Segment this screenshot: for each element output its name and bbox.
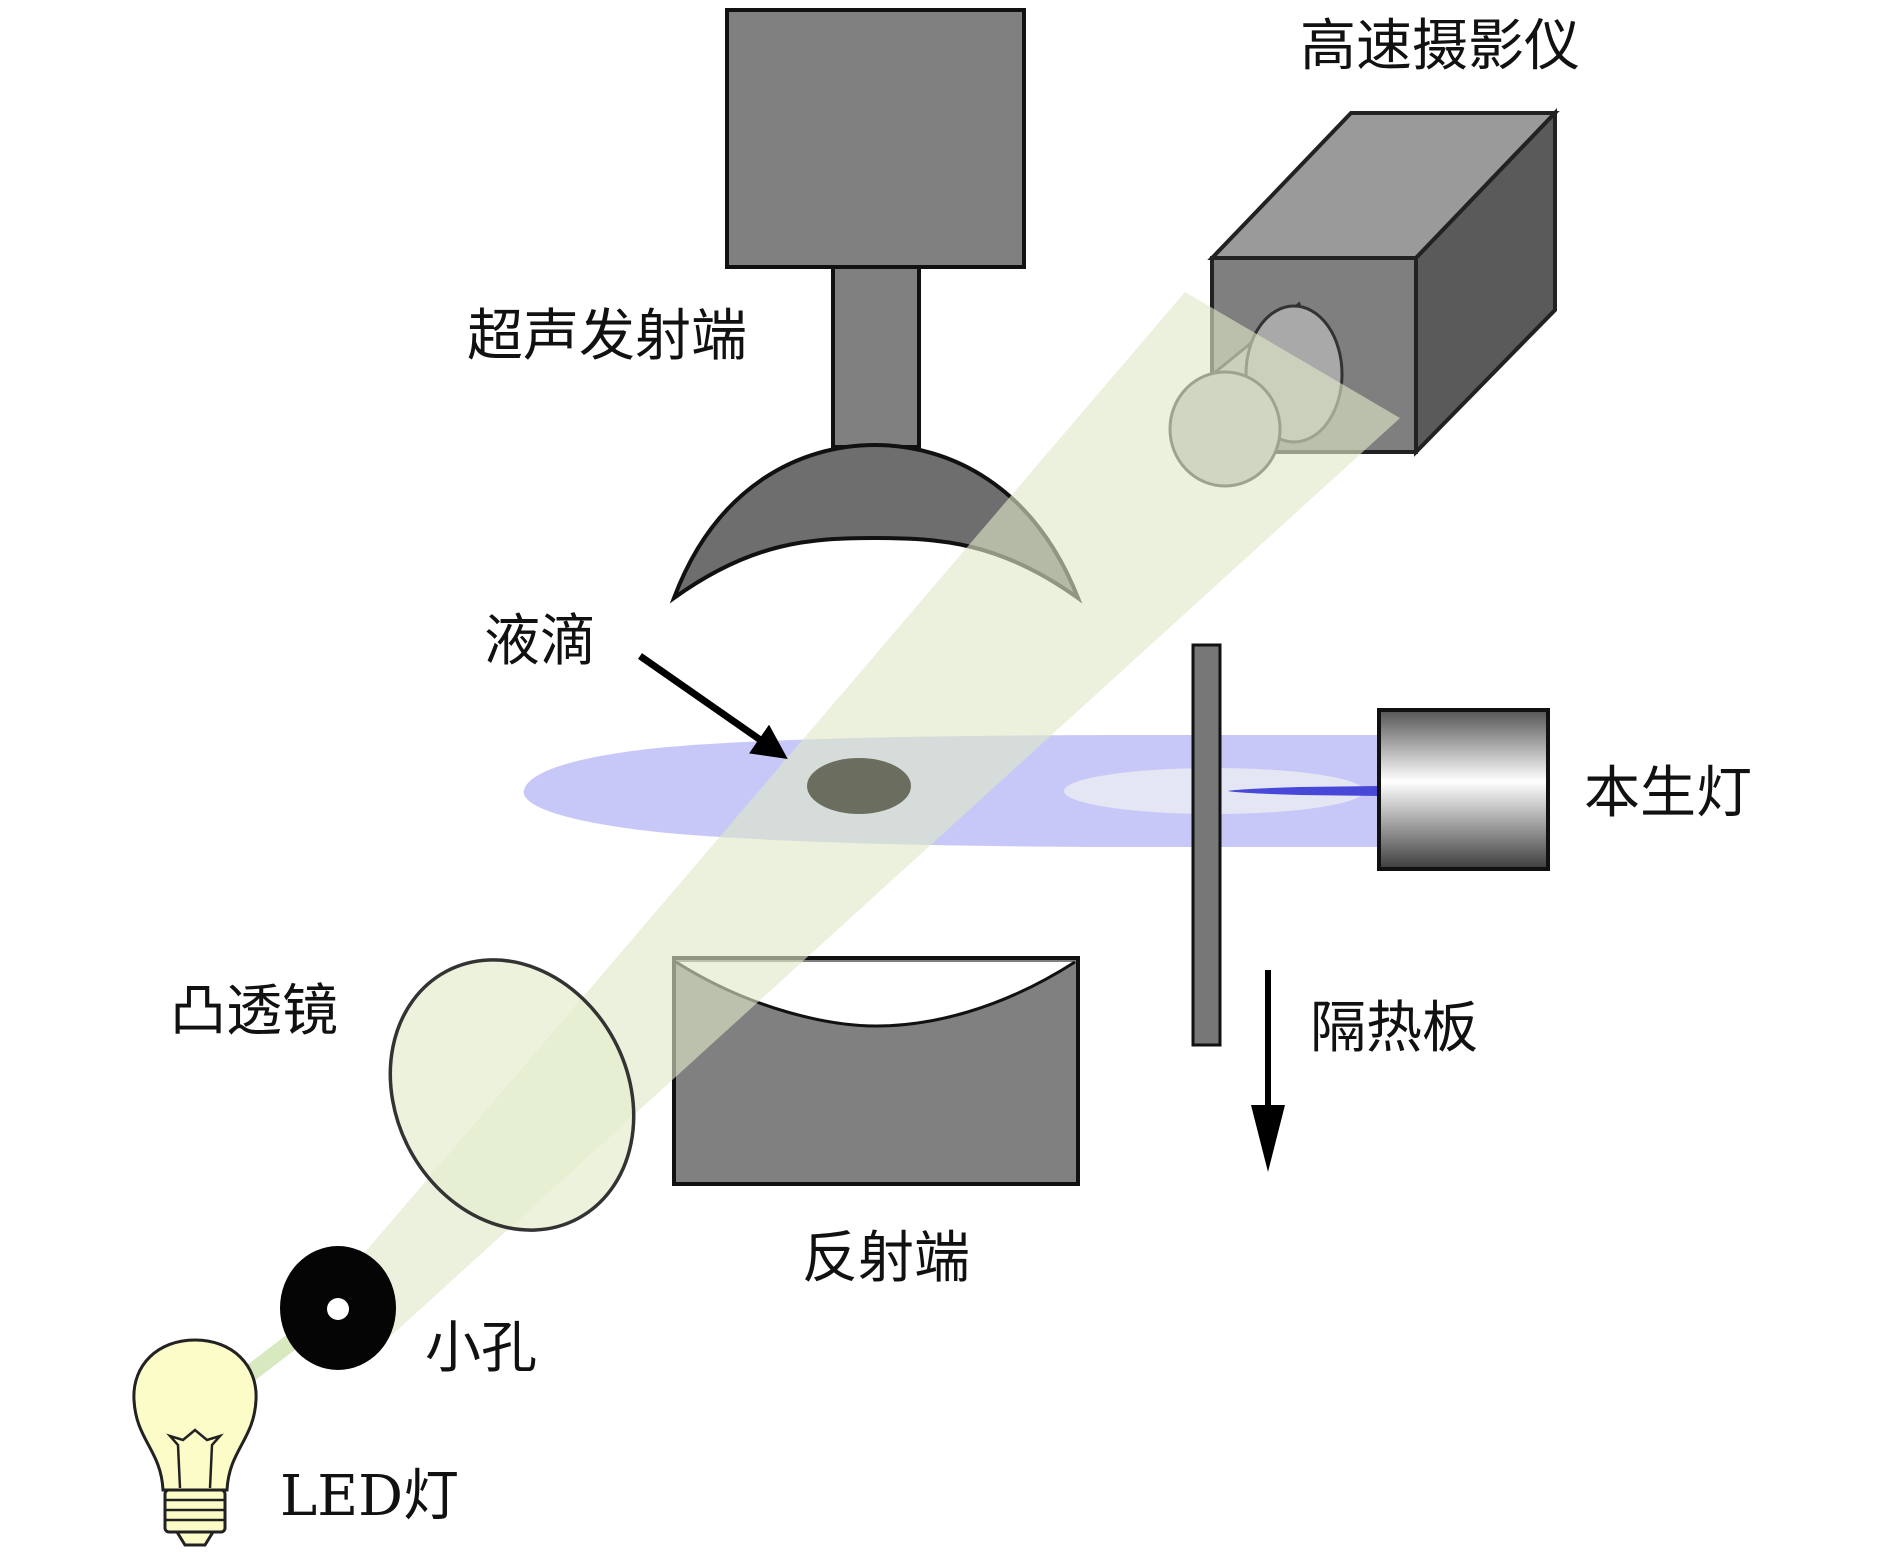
transducer-body	[725, 8, 1026, 269]
pinhole-aperture	[327, 1298, 349, 1320]
label-transducer: 超声发射端	[467, 304, 747, 369]
disc-icon	[280, 1246, 396, 1370]
bulb-glass	[132, 1338, 258, 1492]
label-camera: 高速摄影仪	[1300, 14, 1580, 79]
label-droplet: 液滴	[484, 609, 596, 674]
label-lamp: 本生灯	[1584, 761, 1752, 826]
arrow-down-icon	[1251, 970, 1285, 1172]
bulb-filament	[166, 1428, 224, 1489]
droplet-arrow-icon	[637, 653, 788, 760]
heat-shield	[1191, 643, 1222, 1047]
convex-lens	[388, 958, 636, 1232]
ultrasonic-transmitter	[669, 8, 1083, 604]
label-pinhole: 小孔	[425, 1316, 537, 1381]
lightbulb-icon	[132, 1338, 258, 1547]
droplet	[807, 758, 911, 814]
bulb-tip	[174, 1530, 216, 1547]
label-led: LED灯	[280, 1464, 459, 1529]
label-shield: 隔热板	[1310, 996, 1478, 1061]
bunsen-lamp	[1377, 708, 1550, 871]
label-reflector: 反射端	[802, 1226, 970, 1291]
reflector-body	[672, 956, 1080, 1186]
label-lens: 凸透镜	[170, 979, 338, 1044]
transducer-stem	[831, 265, 921, 449]
flame-core	[1228, 786, 1380, 796]
